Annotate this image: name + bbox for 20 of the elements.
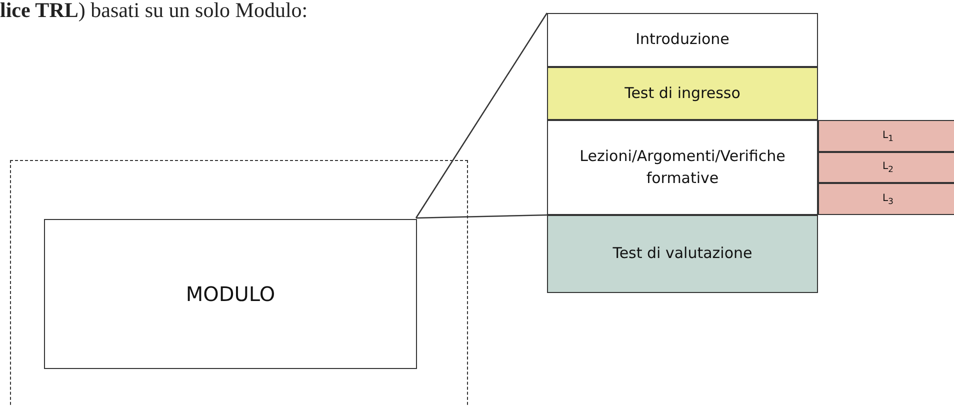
node-label: Test di valutazione (612, 243, 752, 264)
node-label: L$_{2}$ (882, 161, 894, 174)
node-label: L$_{1}$ (882, 130, 894, 142)
node-label: MODULO (186, 282, 276, 306)
node-label: Lezioni/Argomenti/Verifiche formative (578, 146, 786, 188)
section-box (547, 67, 818, 120)
lesson-box (818, 183, 954, 215)
lesson-box (818, 152, 954, 183)
dashed-frame (10, 160, 468, 406)
zoom-line (415, 12, 548, 218)
zoom-line (416, 214, 548, 219)
section-box (547, 215, 818, 293)
lesson-box (818, 120, 954, 152)
node-label: L$_{3}$ (882, 192, 894, 206)
module-box (44, 219, 417, 369)
node-label: Introduzione (636, 29, 730, 50)
section-box (547, 13, 818, 67)
intro-text: lice TRL) basati su un solo Modulo: (0, 0, 308, 22)
node-label: Test di ingresso (624, 82, 740, 104)
section-box (547, 120, 818, 215)
